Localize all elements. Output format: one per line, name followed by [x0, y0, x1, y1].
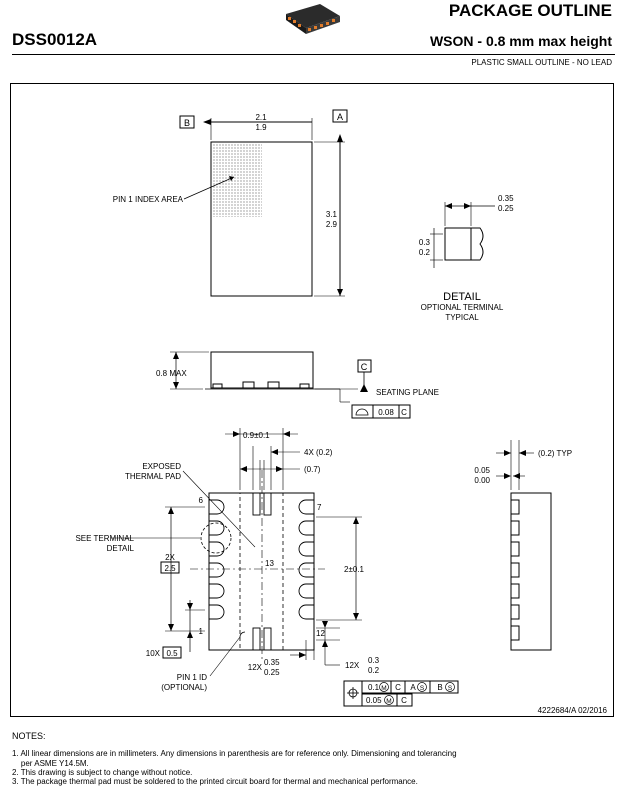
top-width-max: 2.1	[255, 113, 267, 122]
detail-w-max: 0.35	[498, 194, 514, 203]
pin1-id-label-2: (OPTIONAL)	[161, 683, 207, 692]
pin-7-label: 7	[317, 503, 322, 512]
pin1-index-label: PIN 1 INDEX AREA	[113, 195, 184, 204]
fcf2-mmc: M	[386, 698, 391, 705]
package-subtitle: PLASTIC SMALL OUTLINE - NO LEAD	[471, 58, 612, 67]
end-typ-dim: (0.2) TYP	[538, 449, 572, 458]
note-3: 3. The package thermal pad must be solde…	[12, 777, 418, 786]
flatness-datum: C	[401, 408, 407, 417]
fcf2-value: 0.05	[366, 696, 382, 705]
dim-12x-a-max: 0.35	[264, 658, 280, 667]
dim-0-5: 0.5	[166, 649, 178, 658]
dim-07: (0.7)	[304, 465, 321, 474]
top-height-max: 3.1	[326, 210, 338, 219]
seating-plane-label: SEATING PLANE	[376, 388, 439, 397]
see-terminal-label-2: DETAIL	[107, 544, 135, 553]
note-2: 2. This drawing is subject to change wit…	[12, 768, 193, 777]
datum-b-label: B	[184, 118, 190, 128]
flatness-value: 0.08	[378, 408, 394, 417]
detail-line3: TYPICAL	[445, 313, 479, 322]
note-1: 1. All linear dimensions are in millimet…	[12, 749, 457, 758]
see-terminal-label-1: SEE TERMINAL	[75, 534, 134, 543]
dim-4x: 4X (0.2)	[304, 448, 333, 457]
fcf1-value: 0.1	[368, 683, 380, 692]
dim-12x-a: 12X	[248, 663, 263, 672]
fcf1-c: C	[395, 683, 401, 692]
end-dim-max: 0.05	[474, 466, 490, 475]
exposed-pad-label-1: EXPOSED	[142, 462, 181, 471]
fcf2-c: C	[401, 696, 407, 705]
package-3d-icon	[286, 4, 340, 34]
exposed-pad-label-2: THERMAL PAD	[125, 472, 181, 481]
drawing-frame	[10, 83, 614, 717]
fcf1-b: B	[437, 683, 442, 692]
detail-w-min: 0.25	[498, 204, 514, 213]
detail-line2: OPTIONAL TERMINAL	[421, 303, 504, 312]
dim-09: 0.9±0.1	[243, 431, 270, 440]
side-view	[170, 351, 411, 419]
pin-13-label: 13	[265, 559, 274, 568]
dim-2pm: 2±0.1	[344, 565, 365, 574]
pin-12-label: 12	[316, 629, 325, 638]
datum-c-label: C	[361, 362, 368, 372]
fcf1-b-rfs: S	[448, 685, 453, 692]
end-view	[496, 440, 552, 651]
document-number: DSS0012A	[12, 30, 98, 49]
datum-a-label: A	[337, 112, 343, 122]
end-dim-min: 0.00	[474, 476, 490, 485]
dim-12x-a-min: 0.25	[264, 668, 280, 677]
dim-12x-b-max: 0.3	[368, 656, 380, 665]
dim-12x-b: 12X	[345, 661, 360, 670]
fcf1-mmc: M	[381, 685, 386, 692]
top-height-min: 2.9	[326, 220, 338, 229]
fcf1-a: A	[410, 683, 416, 692]
fcf1-a-rfs: S	[420, 685, 425, 692]
detail-h-max: 0.3	[419, 238, 431, 247]
dim-10x: 10X	[146, 649, 161, 658]
page-title: PACKAGE OUTLINE	[448, 1, 612, 20]
dim-2-5: 2.5	[164, 564, 176, 573]
top-width-min: 1.9	[255, 123, 267, 132]
drawing-number: 4222684/A 02/2016	[538, 706, 608, 715]
header-rule	[12, 54, 615, 55]
notes-title: NOTES:	[12, 731, 46, 741]
detail-view	[430, 202, 495, 268]
side-max-height: 0.8 MAX	[156, 369, 187, 378]
pin-1-label: 1	[199, 627, 204, 636]
pin1-id-label-1: PIN 1 ID	[177, 673, 207, 682]
pin-6-label: 6	[199, 496, 204, 505]
top-view	[179, 109, 348, 297]
dim-12x-b-min: 0.2	[368, 666, 380, 675]
bottom-view	[111, 428, 459, 707]
dim-2x: 2X	[165, 553, 175, 562]
note-1-cont: per ASME Y14.5M.	[12, 759, 89, 768]
detail-title: DETAIL	[443, 291, 481, 303]
detail-h-min: 0.2	[419, 248, 431, 257]
package-name: WSON - 0.8 mm max height	[429, 33, 612, 49]
